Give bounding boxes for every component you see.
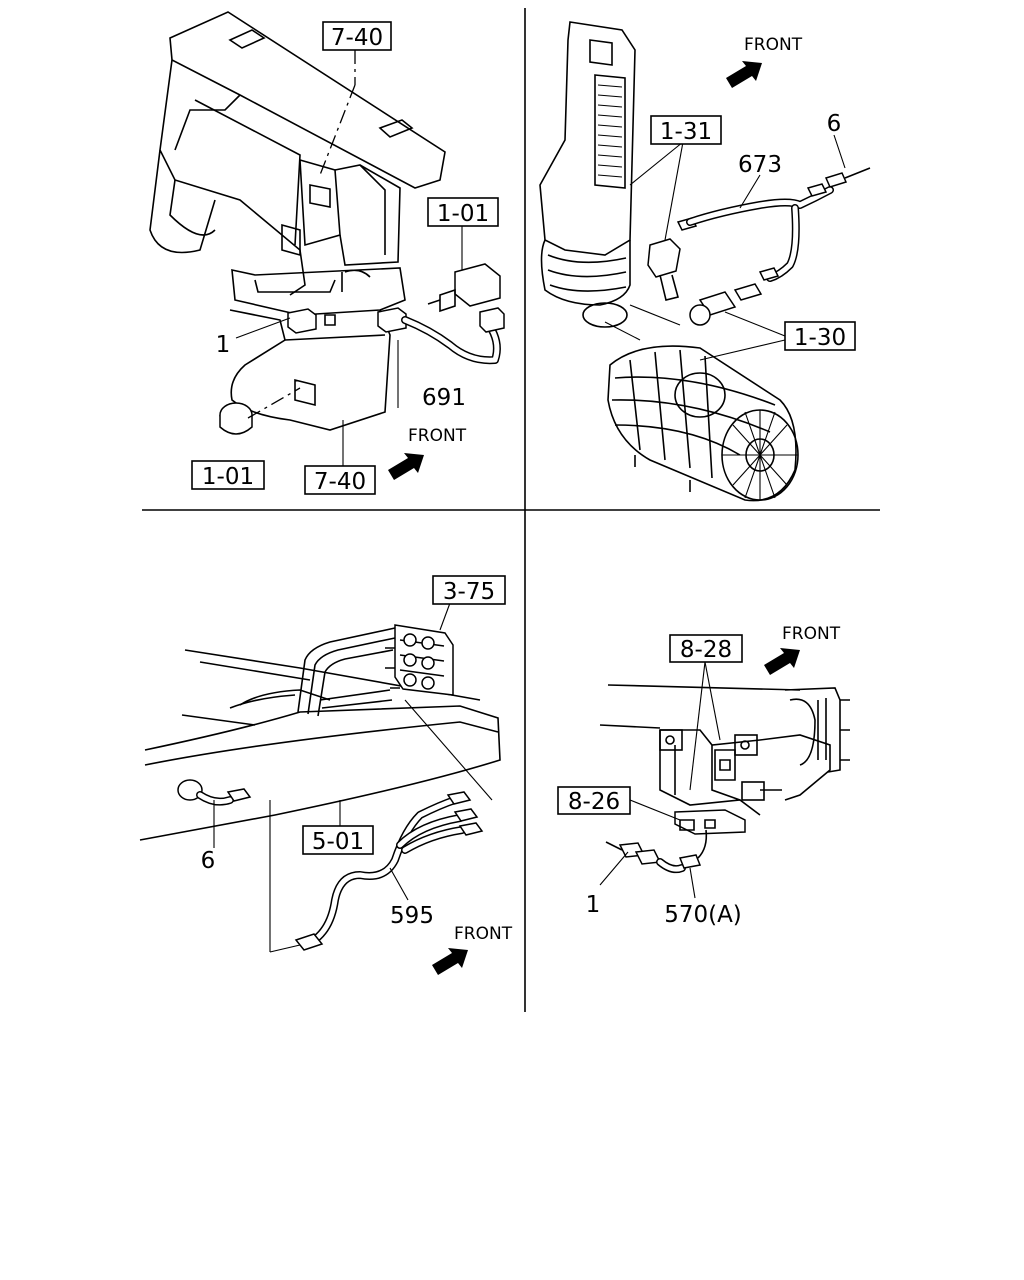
front-indicator-bottom-right: FRONT bbox=[764, 624, 841, 675]
callout-text: 8-26 bbox=[568, 789, 620, 815]
callout-8-28: 8-28 bbox=[669, 634, 743, 663]
item-label-691: 691 bbox=[422, 385, 466, 411]
item-label-595: 595 bbox=[390, 903, 434, 929]
callout-text: 1-30 bbox=[794, 325, 846, 351]
callout-5-01: 5-01 bbox=[302, 825, 374, 855]
leader-lines-top-left bbox=[235, 50, 463, 466]
callout-7-40-top: 7-40 bbox=[322, 21, 392, 51]
item-label-6: 6 bbox=[827, 111, 842, 137]
item-label-1: 1 bbox=[216, 332, 231, 358]
quadrant-bottom-left: 3-75 5-01 6 595 FRONT bbox=[139, 575, 513, 975]
quadrant-top-left: 7-40 1-01 1 691 1-01 7-40 FRONT bbox=[149, 11, 505, 495]
callout-text: 1-31 bbox=[660, 119, 712, 145]
callout-text: 1-01 bbox=[437, 201, 489, 227]
front-label: FRONT bbox=[782, 624, 841, 644]
front-direction-arrow-icon bbox=[726, 61, 762, 88]
item-label-6: 6 bbox=[201, 848, 216, 874]
leader-lines-bottom-right bbox=[599, 661, 721, 899]
front-direction-arrow-icon bbox=[388, 453, 424, 480]
callout-text: 1-01 bbox=[202, 464, 254, 490]
front-direction-arrow-icon bbox=[764, 648, 800, 675]
instrument-panel-drawing bbox=[149, 11, 505, 435]
bracket-drawing bbox=[599, 684, 850, 874]
front-label: FRONT bbox=[454, 924, 513, 944]
front-indicator-top-right: FRONT bbox=[726, 35, 803, 88]
frame-and-valve-drawing bbox=[139, 624, 501, 951]
quadrant-dividers bbox=[142, 8, 880, 1012]
front-indicator-top-left: FRONT bbox=[388, 426, 467, 480]
callout-7-40-bottom: 7-40 bbox=[304, 465, 376, 495]
quadrant-top-right: FRONT 1-31 6 673 1-30 bbox=[539, 21, 871, 502]
leader-lines-bottom-left bbox=[213, 602, 493, 953]
callout-text: 7-40 bbox=[314, 469, 366, 495]
callout-text: 8-28 bbox=[680, 637, 732, 663]
quadrant-bottom-right: FRONT 8-28 8-26 1 570(A) bbox=[557, 624, 850, 928]
air-cleaner-drawing bbox=[539, 21, 871, 502]
callout-8-26: 8-26 bbox=[557, 786, 631, 815]
callout-1-30: 1-30 bbox=[784, 321, 856, 351]
front-label: FRONT bbox=[744, 35, 803, 55]
callout-1-31: 1-31 bbox=[650, 115, 722, 145]
callout-text: 3-75 bbox=[443, 579, 495, 605]
callout-3-75: 3-75 bbox=[432, 575, 506, 605]
callout-1-01-switch: 1-01 bbox=[427, 197, 499, 227]
front-label: FRONT bbox=[408, 426, 467, 446]
callout-text: 5-01 bbox=[312, 829, 364, 855]
item-label-1: 1 bbox=[586, 892, 601, 918]
callout-1-01-cap: 1-01 bbox=[191, 460, 265, 490]
front-direction-arrow-icon bbox=[432, 948, 468, 975]
callout-text: 7-40 bbox=[331, 25, 383, 51]
item-label-570a: 570(A) bbox=[664, 902, 742, 928]
leader-lines-top-right bbox=[604, 134, 846, 361]
item-label-673: 673 bbox=[738, 152, 782, 178]
front-indicator-bottom-left: FRONT bbox=[432, 924, 513, 975]
